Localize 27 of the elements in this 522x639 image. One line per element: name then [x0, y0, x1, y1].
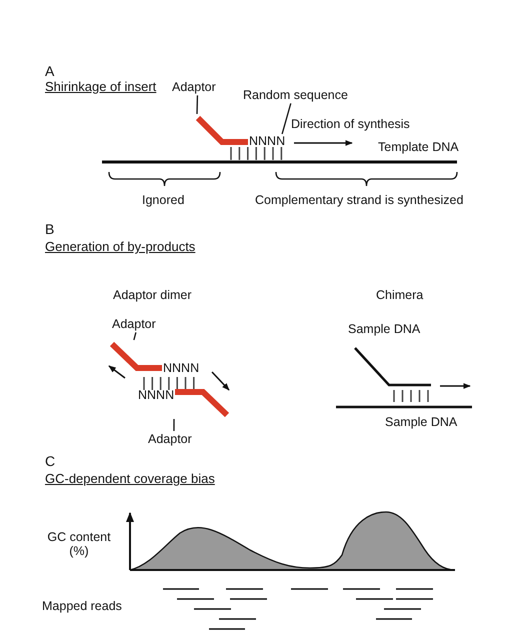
- label: Complementary strand is synthesized: [255, 193, 464, 208]
- section-title: GC-dependent coverage bias: [45, 472, 215, 487]
- leader-line: [281, 103, 292, 134]
- panel-subtitle: Adaptor dimer: [113, 288, 192, 302]
- label: Adaptor: [112, 317, 156, 332]
- leader-line: [196, 95, 198, 114]
- label: Adaptor: [172, 80, 216, 94]
- panel-letter: C: [45, 453, 56, 470]
- panel-letter: B: [45, 221, 54, 238]
- section-title: Shirinkage of insert: [45, 80, 156, 95]
- section-title: Generation of by-products: [45, 240, 196, 255]
- panel-subtitle: Chimera: [376, 288, 424, 302]
- panel-letter: A: [45, 63, 54, 80]
- label: Mapped reads: [42, 599, 122, 614]
- sequence-text: NNNN: [249, 134, 286, 148]
- label: Direction of synthesis: [291, 117, 410, 132]
- label: Adaptor: [148, 432, 192, 446]
- label: Random sequence: [243, 88, 348, 102]
- leader-line: [133, 332, 137, 340]
- label: Sample DNA: [348, 322, 420, 336]
- label: Sample DNA: [385, 415, 458, 430]
- label: Ignored: [142, 193, 184, 208]
- leader-line: [173, 419, 175, 431]
- label: Template DNA: [378, 140, 459, 154]
- sequence-text: NNNN: [138, 388, 174, 402]
- axis-label: GC content (%): [46, 530, 112, 559]
- sequence-text: NNNN: [163, 361, 200, 376]
